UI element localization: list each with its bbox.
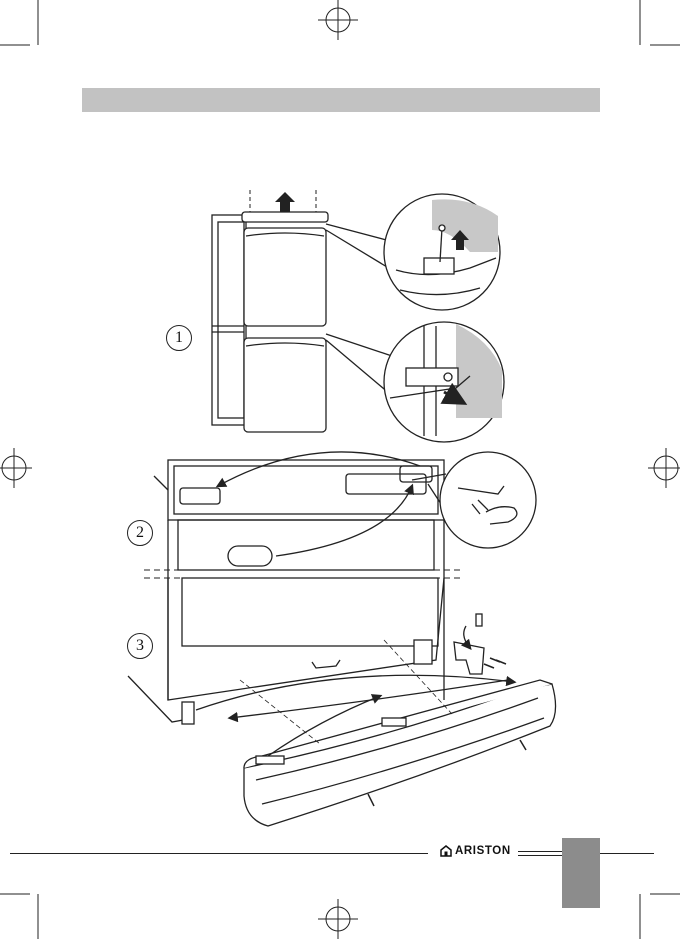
door-panel bbox=[153, 459, 445, 700]
brand-logo: ARISTON bbox=[440, 845, 511, 857]
rotate-arrow bbox=[267, 694, 383, 757]
registration-mark-bottom bbox=[318, 899, 358, 939]
registration-mark-top bbox=[318, 0, 358, 40]
move-hinge-arrow bbox=[215, 451, 421, 488]
footer-rule-left bbox=[10, 853, 428, 854]
top-hinge-detail bbox=[325, 193, 501, 311]
page-tab bbox=[562, 838, 600, 908]
middle-hinge-detail bbox=[325, 321, 505, 443]
section-header-bar bbox=[82, 88, 600, 112]
registration-mark-right bbox=[648, 448, 680, 488]
brand-name: ARISTON bbox=[455, 845, 511, 857]
lift-direction-lines bbox=[249, 190, 317, 212]
footer-rule-right bbox=[600, 853, 654, 854]
up-arrow-icon bbox=[451, 230, 469, 250]
lower-door-panel bbox=[127, 577, 445, 725]
insert-arrow bbox=[461, 625, 472, 650]
swap-arrow-right bbox=[195, 674, 517, 711]
step-1-label: 1 bbox=[166, 325, 192, 351]
step-3-label: 3 bbox=[127, 633, 153, 659]
move-cover-arrow bbox=[275, 483, 414, 557]
house-logo-icon bbox=[440, 845, 452, 857]
registration-mark-left bbox=[0, 448, 32, 488]
fridge-side-view bbox=[211, 211, 329, 433]
hinge-parts-detail bbox=[411, 451, 537, 549]
unscrew-arrow bbox=[440, 382, 468, 405]
guide-lines bbox=[239, 639, 453, 745]
kick-plate bbox=[243, 679, 557, 827]
step-2-label: 2 bbox=[127, 520, 153, 546]
up-arrow-icon bbox=[275, 192, 295, 212]
footer-rule-double-top bbox=[518, 851, 562, 852]
footer-rule-double-bottom bbox=[518, 855, 562, 856]
corner-bracket bbox=[453, 613, 485, 675]
screws-group bbox=[367, 657, 527, 807]
cut-lines bbox=[144, 569, 464, 579]
